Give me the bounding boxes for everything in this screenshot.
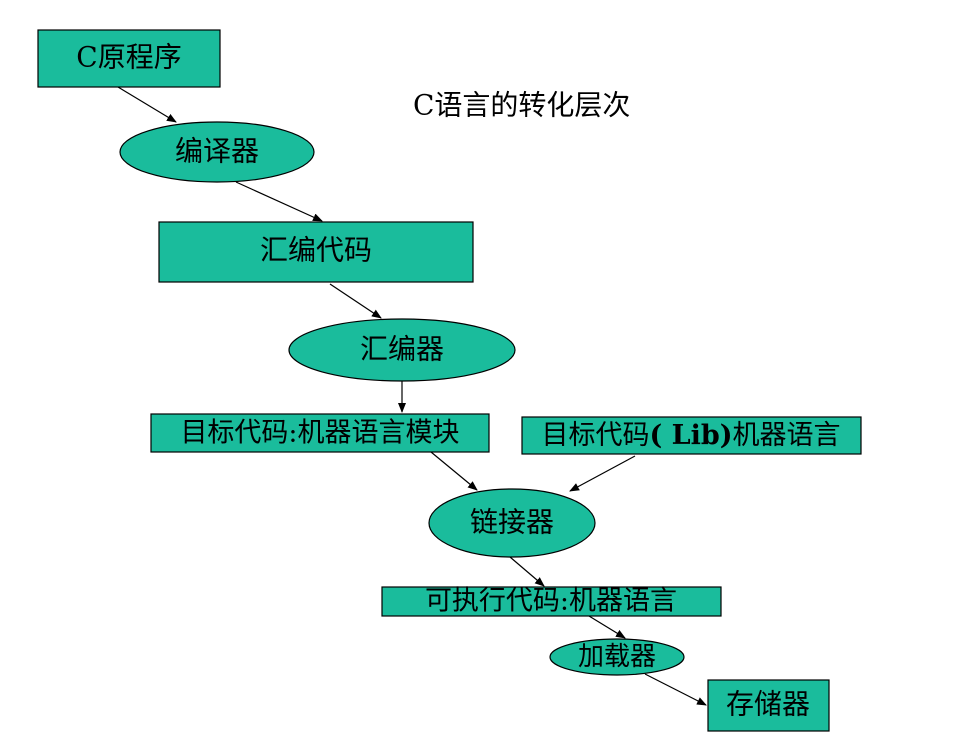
node-library-code-bold: ( Lib) xyxy=(649,420,732,451)
node-object-code: 目标代码:机器语言模块 xyxy=(150,413,490,453)
node-assembly-code-label: 汇编代码 xyxy=(260,234,372,267)
node-linker-ellipse xyxy=(428,488,596,558)
edge-linker-to-executable xyxy=(509,556,545,587)
node-assembly-code-box xyxy=(158,221,474,283)
node-memory-box xyxy=(707,679,830,732)
node-assembler-label: 汇编器 xyxy=(360,333,444,366)
node-library-code-label: 目标代码( Lib)机器语言 xyxy=(541,420,840,451)
node-library-code-prefix: 目标代码 xyxy=(541,420,649,451)
node-compiler-label: 编译器 xyxy=(175,135,259,168)
node-source-label: C原程序 xyxy=(76,41,181,74)
node-source: C原程序 xyxy=(37,29,221,88)
node-compiler: 编译器 xyxy=(119,121,315,183)
node-assembler-ellipse xyxy=(288,318,516,382)
node-loader-label: 加载器 xyxy=(578,642,656,672)
node-executable-label: 可执行代码:机器语言 xyxy=(425,586,677,617)
node-loader: 加载器 xyxy=(549,638,685,676)
edge-object-to-linker xyxy=(430,451,478,491)
node-executable: 可执行代码:机器语言 xyxy=(381,586,722,617)
edge-assembly-to-assembler xyxy=(329,283,382,319)
edge-loader-to-memory xyxy=(644,673,707,706)
node-compiler-ellipse xyxy=(119,121,315,183)
node-memory: 存储器 xyxy=(707,679,830,732)
node-assembler: 汇编器 xyxy=(288,318,516,382)
edge-library-to-linker xyxy=(569,455,636,492)
node-loader-ellipse xyxy=(549,638,685,676)
diagram-title: C语言的转化层次 xyxy=(413,89,630,122)
node-source-box xyxy=(37,29,221,88)
node-assembly-code: 汇编代码 xyxy=(158,221,474,283)
edge-compiler-to-assembly xyxy=(235,181,323,222)
node-object-code-label: 目标代码:机器语言模块 xyxy=(180,418,459,449)
node-executable-box xyxy=(381,586,722,617)
node-linker-label: 链接器 xyxy=(470,506,554,539)
edge-executable-to-loader xyxy=(588,615,626,639)
node-library-code-suffix: 机器语言 xyxy=(733,420,841,451)
node-linker: 链接器 xyxy=(428,488,596,558)
node-library-code-box xyxy=(521,416,862,455)
node-library-code: 目标代码( Lib)机器语言 xyxy=(521,416,862,455)
node-memory-label: 存储器 xyxy=(726,688,810,721)
edge-source-to-compiler xyxy=(117,86,177,123)
node-object-code-box xyxy=(150,413,490,453)
